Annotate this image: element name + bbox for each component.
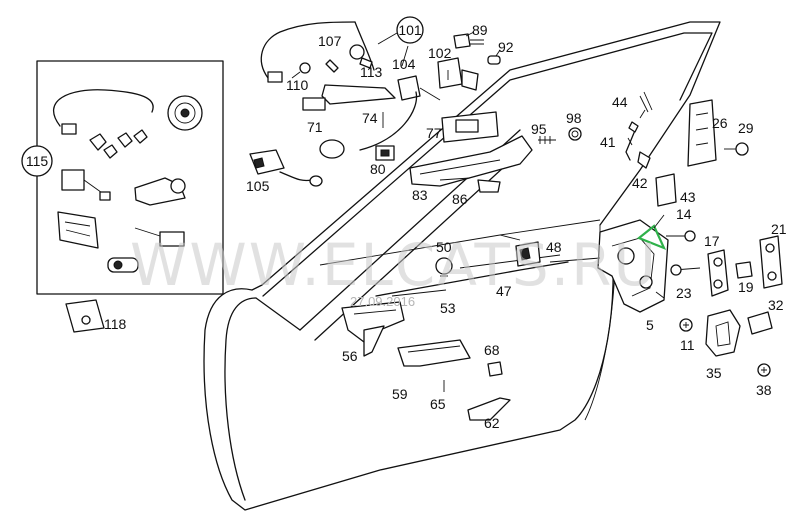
callout-label-86: 86 <box>452 191 468 207</box>
parts-26-29-42-43 <box>637 99 749 207</box>
parts-105-80 <box>249 145 395 187</box>
callout-label-92: 92 <box>498 39 514 55</box>
callout-label-98: 98 <box>566 110 582 126</box>
callout-label-19: 19 <box>738 279 754 295</box>
callout-label-80: 80 <box>370 161 386 177</box>
highlight-marker <box>636 224 667 251</box>
callout-label-71: 71 <box>307 119 323 135</box>
callout-label-104: 104 <box>392 56 416 72</box>
callout-label-77: 77 <box>426 125 442 141</box>
callout-label-102: 102 <box>428 45 452 61</box>
callout-label-42: 42 <box>632 175 648 191</box>
callout-label-41: 41 <box>600 134 616 150</box>
callout-label-74: 74 <box>362 110 378 126</box>
watermark-text: WWW.ELCATS.RU <box>130 231 658 299</box>
callout-label-115: 115 <box>26 153 49 169</box>
callout-label-44: 44 <box>612 94 628 110</box>
callout-label-29: 29 <box>738 120 754 136</box>
callout-label-113: 113 <box>360 64 383 80</box>
callout-circle-101 <box>396 16 424 44</box>
callout-label-47: 47 <box>496 283 512 299</box>
callout-label-43: 43 <box>680 189 696 205</box>
outer-handle-83 <box>409 135 533 193</box>
inset-box-115 <box>36 60 224 295</box>
callout-label-26: 26 <box>712 115 728 131</box>
callout-label-53: 53 <box>440 300 456 316</box>
callout-label-38: 38 <box>756 382 772 398</box>
callout-label-89: 89 <box>472 22 488 38</box>
callout-label-35: 35 <box>706 365 722 381</box>
callout-label-56: 56 <box>342 348 358 364</box>
parts-101-cluster <box>260 21 441 159</box>
callout-circle-115 <box>21 145 53 177</box>
callout-label-101: 101 <box>398 22 422 38</box>
screw-89-pin-92-102 <box>437 33 501 91</box>
callout-label-48: 48 <box>546 239 562 255</box>
striker-parts-17-19-21-23 <box>666 230 783 297</box>
callout-label-95: 95 <box>531 121 547 137</box>
inner-handle-parts-56-59-62-65-68 <box>341 301 511 421</box>
callout-label-23: 23 <box>676 285 692 301</box>
parts-77-95-98-41-44 <box>441 91 653 161</box>
callout-label-68: 68 <box>484 342 500 358</box>
callout-label-118: 118 <box>104 316 127 332</box>
leader-lines <box>377 31 665 299</box>
callout-label-65: 65 <box>430 396 446 412</box>
callout-label-105: 105 <box>246 178 270 194</box>
watermark-date: 27.09.2016 <box>350 294 415 309</box>
callout-label-14: 14 <box>676 206 692 222</box>
callout-label-59: 59 <box>392 386 408 402</box>
callout-label-17: 17 <box>704 233 720 249</box>
callout-label-5: 5 <box>646 317 654 333</box>
callout-label-50: 50 <box>436 239 452 255</box>
parts-11-32-35-38 <box>679 309 773 377</box>
callout-label-107: 107 <box>318 33 342 49</box>
callout-label-21: 21 <box>771 221 787 237</box>
part-118 <box>65 299 105 333</box>
callout-label-11: 11 <box>680 337 695 353</box>
callout-label-62: 62 <box>484 415 500 431</box>
callout-label-32: 32 <box>768 297 784 313</box>
callout-label-110: 110 <box>286 77 309 93</box>
callout-label-83: 83 <box>412 187 428 203</box>
parts-47-48-50-53 <box>375 241 569 297</box>
